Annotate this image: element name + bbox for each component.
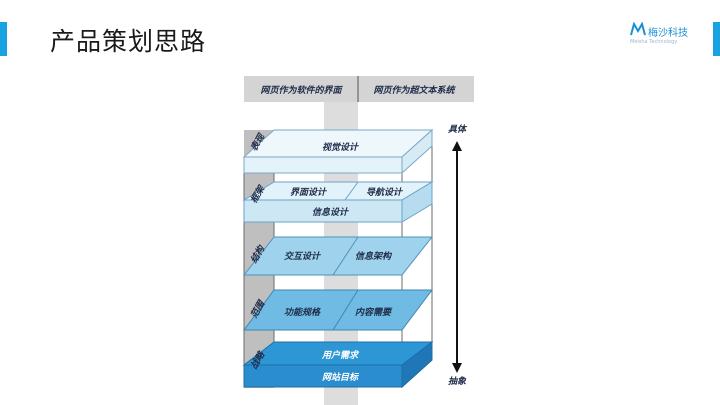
strategy-item-site-goals: 网站目标 bbox=[322, 372, 360, 383]
scope-item-functional-specs: 功能规格 bbox=[284, 307, 321, 318]
skeleton-item-information-design: 信息设计 bbox=[312, 207, 350, 218]
axis-bottom-label: 抽象 bbox=[448, 376, 467, 387]
plane-strategy: 用户需求 网站目标 bbox=[242, 340, 434, 389]
company-logo: 梅沙科技 Meisha Technology bbox=[630, 22, 710, 45]
header-left-label: 网页作为软件的界面 bbox=[260, 85, 343, 96]
axis-top-label: 具体 bbox=[447, 124, 468, 135]
structure-item-information-architecture: 信息架构 bbox=[355, 251, 393, 262]
header-bar bbox=[244, 76, 474, 102]
scope-item-content-requirements: 内容需要 bbox=[355, 307, 393, 318]
logo-subtitle: Meisha Technology bbox=[630, 39, 678, 45]
title-accent-bar-left bbox=[0, 22, 7, 56]
strategy-item-user-needs: 用户需求 bbox=[321, 350, 360, 361]
page-title: 产品策划思路 bbox=[50, 27, 207, 56]
plane-skeleton: 界面设计 导航设计 信息设计 bbox=[242, 181, 434, 223]
surface-item-visual-design: 视觉设计 bbox=[322, 142, 360, 153]
structure-item-interaction-design: 交互设计 bbox=[284, 251, 322, 262]
skeleton-item-interface-design: 界面设计 bbox=[290, 187, 328, 198]
plane-structure: 交互设计 信息架构 bbox=[242, 236, 434, 276]
title-accent-bar-right bbox=[713, 22, 720, 56]
logo-m-icon bbox=[630, 22, 646, 36]
plane-surface: 视觉设计 bbox=[242, 128, 434, 175]
logo-name: 梅沙科技 bbox=[648, 28, 688, 39]
skeleton-item-navigation-design: 导航设计 bbox=[366, 187, 404, 198]
header-right-label: 网页作为超文本系统 bbox=[373, 85, 456, 96]
plane-scope: 功能规格 内容需要 bbox=[243, 289, 433, 331]
